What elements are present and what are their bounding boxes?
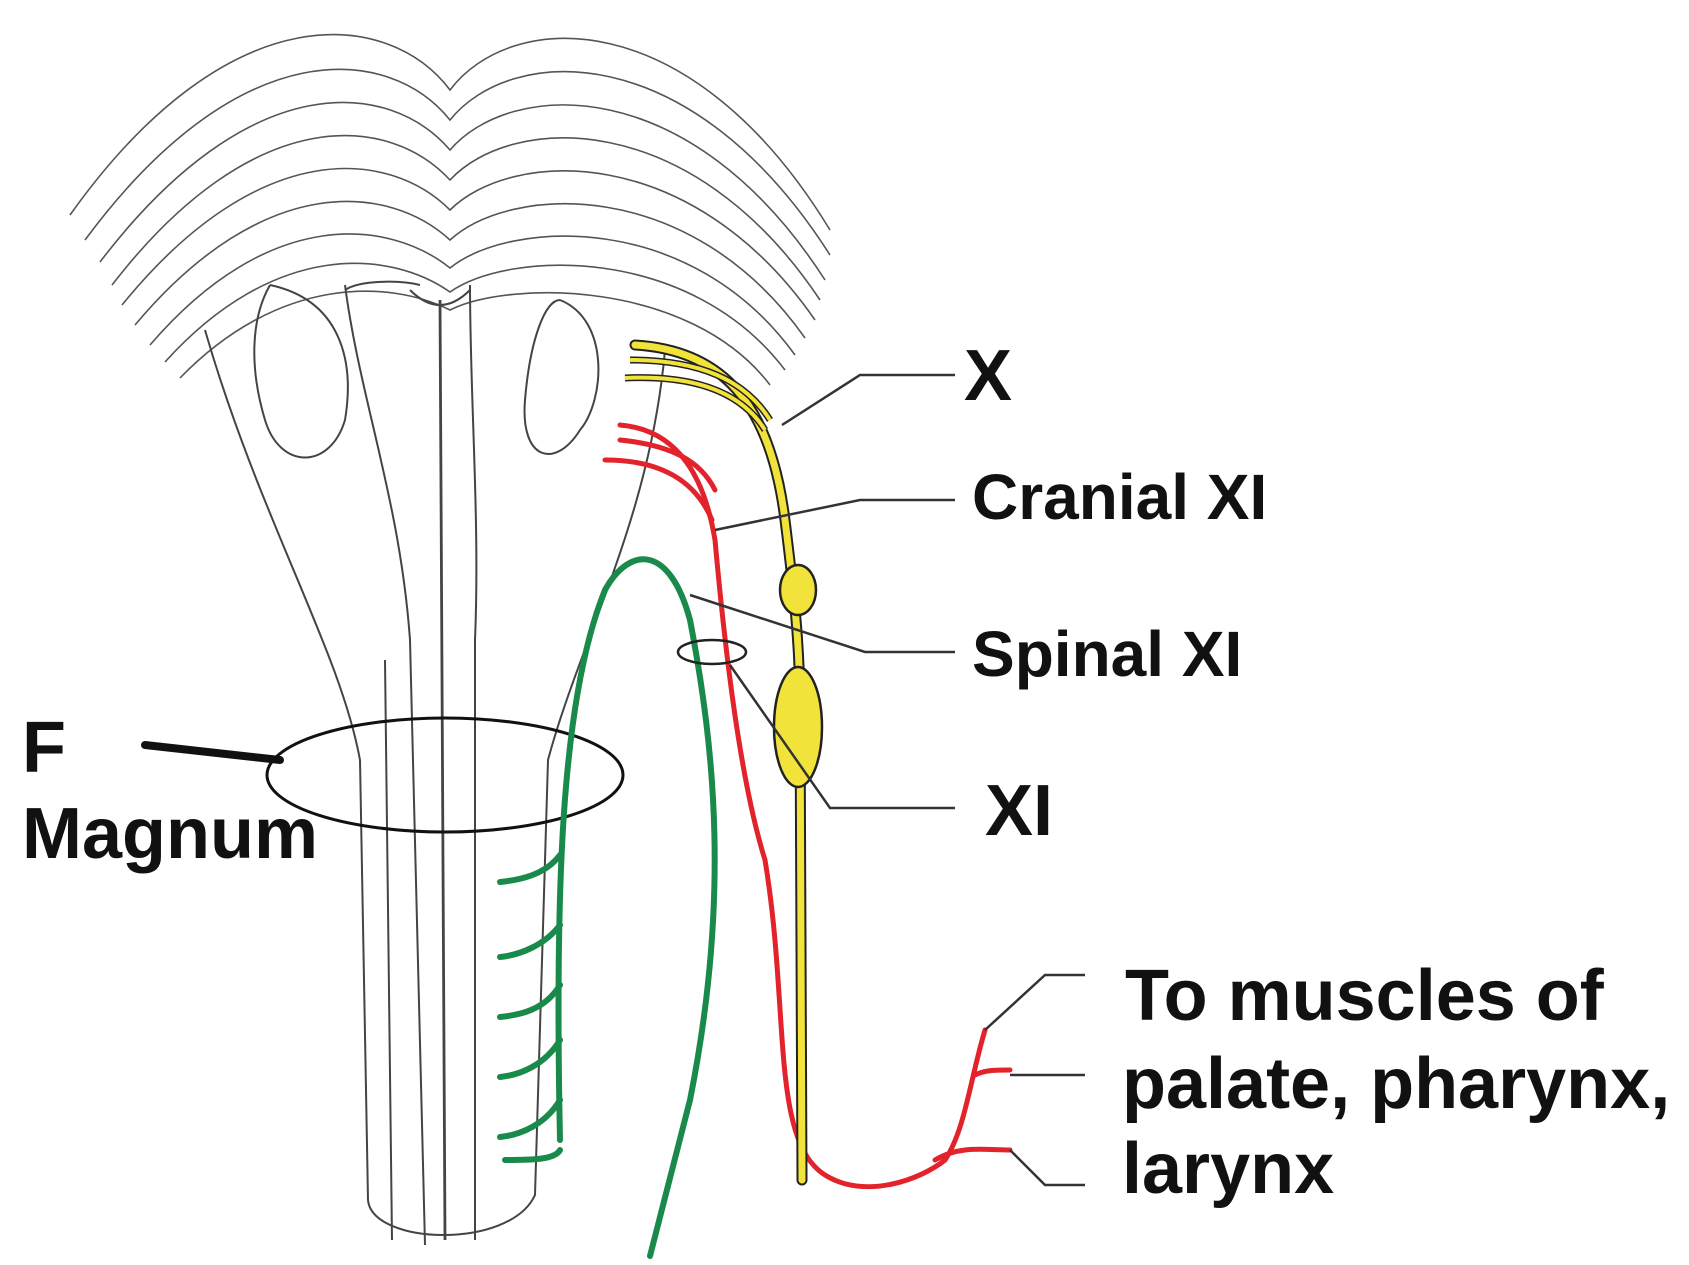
label-muscles-line3: larynx bbox=[1122, 1133, 1334, 1205]
label-vagus: X bbox=[964, 340, 1012, 412]
label-muscles-line2: palate, pharynx, bbox=[1122, 1048, 1670, 1120]
vagus-nerve bbox=[625, 345, 822, 1180]
pons-fibers bbox=[70, 35, 830, 385]
label-foramen-magnum: Magnum bbox=[22, 798, 318, 870]
label-foramen-f: F bbox=[22, 712, 66, 784]
foramen-pointer bbox=[145, 745, 280, 760]
label-muscles-line1: To muscles of bbox=[1125, 960, 1604, 1032]
spinal-accessory-nerve bbox=[500, 559, 715, 1256]
label-cranial-accessory: Cranial XI bbox=[972, 465, 1267, 529]
cranial-accessory-nerve bbox=[605, 425, 1010, 1187]
label-accessory: XI bbox=[985, 775, 1053, 847]
label-spinal-accessory: Spinal XI bbox=[972, 622, 1242, 686]
accessory-junction-ring bbox=[678, 640, 746, 664]
